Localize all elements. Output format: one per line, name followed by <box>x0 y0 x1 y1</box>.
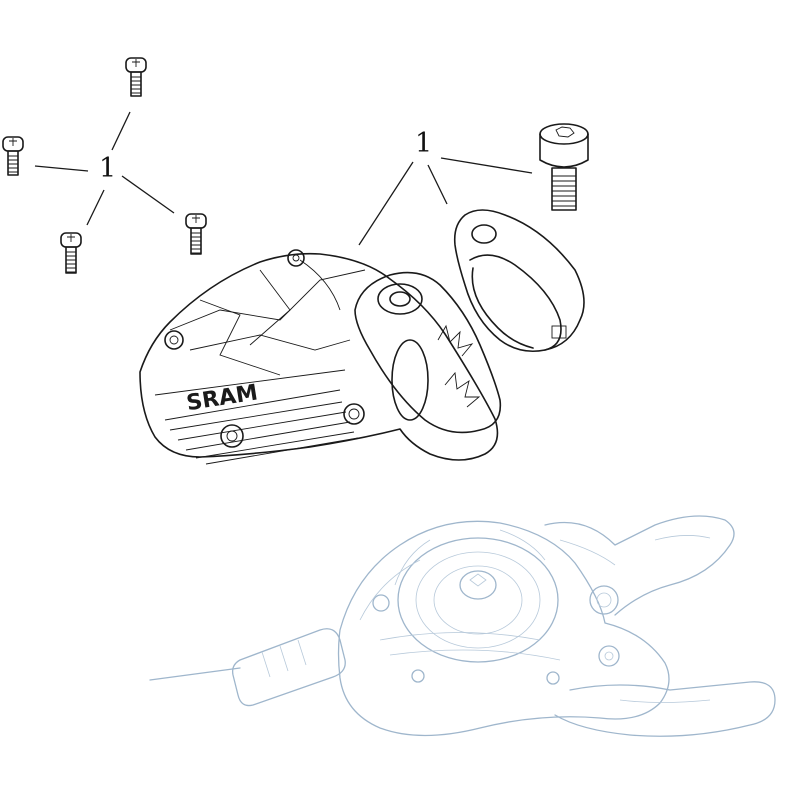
leader-line-cover <box>358 161 414 246</box>
screw-left <box>2 136 24 176</box>
leader-lines-clamp <box>358 157 533 246</box>
cover-brand-text: SRAM <box>185 380 260 416</box>
ghost-housing <box>337 520 670 737</box>
ghost-cable <box>149 667 241 681</box>
callout-screws: 1 <box>99 153 117 184</box>
leader-line-bottom-screw <box>86 189 105 226</box>
ghost-shifter-assembly <box>149 515 776 737</box>
ghost-upper-trigger <box>544 515 735 616</box>
leader-lines-screws <box>34 111 175 226</box>
callout-clamp: 1 <box>415 128 433 159</box>
screw-right <box>185 213 207 255</box>
leader-line-right-screw <box>121 175 175 214</box>
leaf-emblem-upper <box>437 324 474 357</box>
leaf-emblem-lower <box>444 371 481 408</box>
ghost-barrel-adjuster <box>232 628 346 707</box>
ghost-lower-lever <box>554 681 776 737</box>
leader-line-clamp-ring <box>427 164 448 205</box>
screw-bottom-left <box>60 232 82 274</box>
clamp-band <box>453 209 585 353</box>
shifter-cover: SRAM <box>139 249 502 465</box>
clamp-bolt <box>539 123 589 211</box>
screw-top <box>125 57 147 97</box>
ghost-spool <box>397 537 559 663</box>
leader-line-left-screw <box>34 165 89 172</box>
leader-line-clamp-bolt <box>440 157 533 174</box>
leader-line-top-screw <box>111 111 131 151</box>
